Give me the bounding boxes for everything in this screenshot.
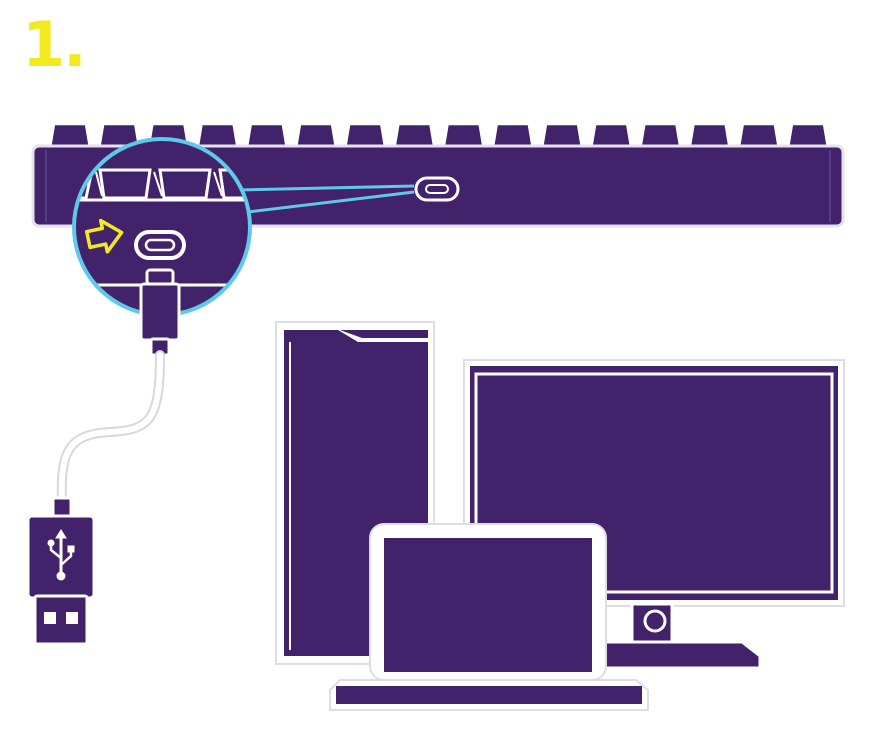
zoom-callout-lines (237, 184, 415, 214)
keycap (245, 122, 289, 150)
keycap (48, 122, 92, 150)
keycap (442, 122, 486, 150)
keycap (294, 122, 338, 150)
keycap (638, 122, 682, 150)
keycap (688, 122, 732, 150)
arrow-right-icon (84, 218, 124, 254)
step-number: 1. (22, 8, 87, 81)
keycap (540, 122, 584, 150)
keycap (786, 122, 830, 150)
keycap (491, 122, 535, 150)
usb-trident-icon (47, 529, 75, 581)
keycap (737, 122, 781, 150)
keycap (196, 122, 240, 150)
keycap (392, 122, 436, 150)
laptop (329, 523, 649, 711)
usb-c-cable (51, 282, 181, 520)
keycap (589, 122, 633, 150)
usb-c-plug (139, 282, 181, 342)
usb-c-port-icon (414, 176, 460, 202)
keycap (343, 122, 387, 150)
keycaps-row (48, 122, 830, 150)
usb-a-plug (26, 514, 96, 646)
usb-c-port-zoom-icon (134, 230, 186, 260)
